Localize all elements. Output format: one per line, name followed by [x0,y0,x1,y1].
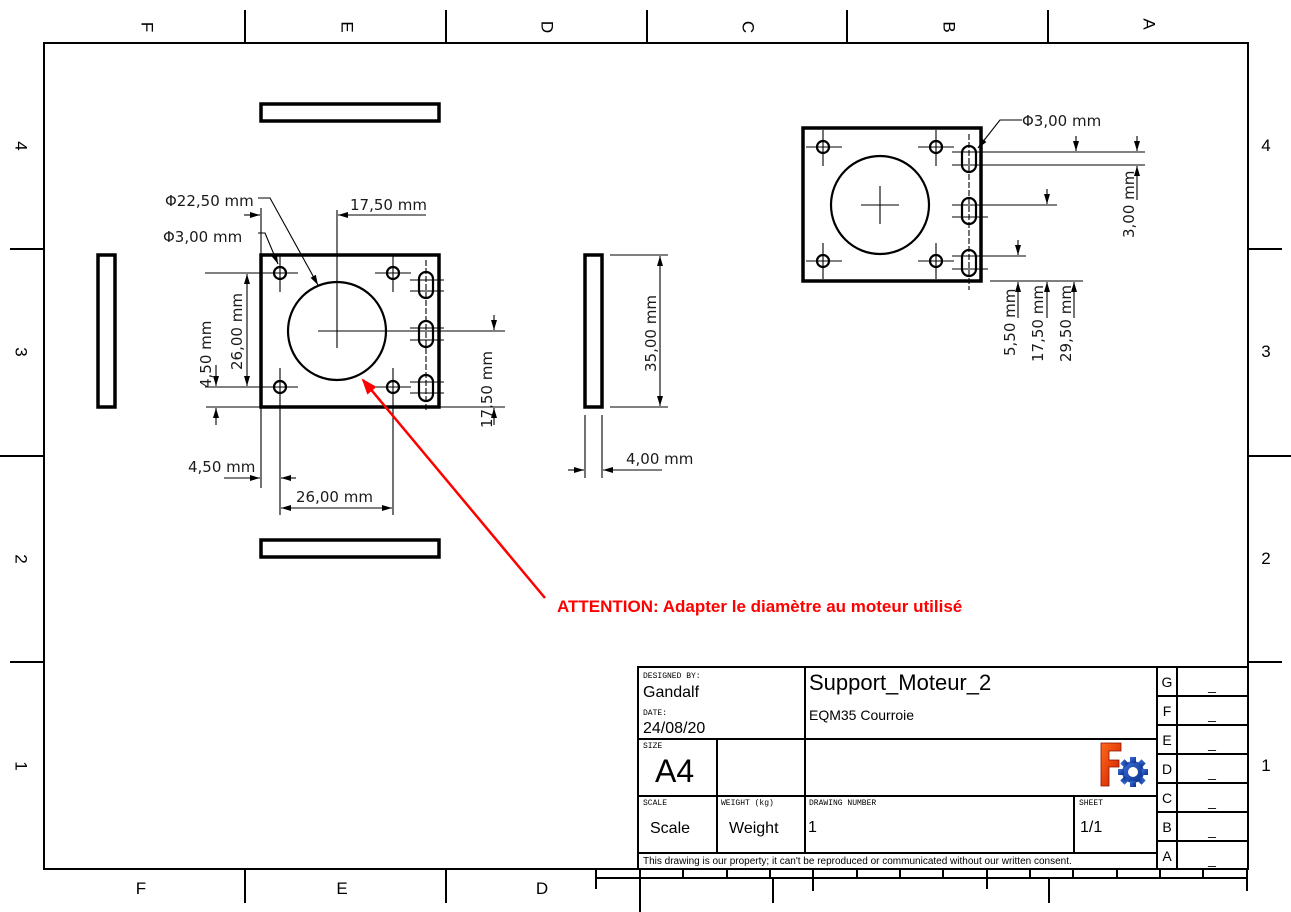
revision-letter: F [1163,703,1172,719]
annotation-arrow [361,378,546,599]
weight-label: WEIGHT (kg) [721,799,774,808]
zone-letter: E [338,21,357,32]
revision-value: _ [1207,677,1216,693]
top-view-plate [259,102,441,123]
dim-bore-diameter: Φ22,50 mm [165,192,254,210]
zone-letter: F [136,879,146,898]
dim-slot-position-1: 5,50 mm [1001,289,1019,356]
size-label: SIZE [643,742,662,751]
designed-by-value: Gandalf [643,684,700,701]
designed-by-label: DESIGNED BY: [643,672,701,681]
drawing-subtitle: EQM35 Courroie [809,707,914,723]
dim-hole-diameter: Φ3,00 mm [163,228,242,246]
zone-number: 4 [1261,136,1270,155]
zone-number: 3 [1261,342,1270,361]
dim-slot-position-3: 29,50 mm [1057,285,1075,362]
zone-number: 3 [12,347,31,356]
revision-letter: C [1162,790,1172,806]
revision-value: _ [1207,851,1216,867]
zone-number: 2 [1261,549,1270,568]
revision-letter: B [1162,819,1171,835]
date-value: 24/08/20 [643,720,705,737]
zone-number: 1 [12,761,31,770]
revision-value: _ [1207,793,1216,809]
title-block: DESIGNED BY: Gandalf DATE: 24/08/20 Supp… [637,666,1249,870]
drawing-number-label: DRAWING NUMBER [809,799,876,808]
zone-labels-left: 4 3 2 1 [12,141,31,770]
revision-letter: D [1162,761,1172,777]
revision-table: G _ F _ E _ D _ C _ B _ A _ [1162,674,1217,867]
zone-labels-bottom: F E D [136,879,548,898]
bottom-view-plate [259,538,441,559]
revision-value: _ [1207,735,1216,751]
attention-annotation: ATTENTION: Adapter le diamètre au moteur… [361,378,962,616]
revision-letter: A [1162,848,1172,864]
revision-letter: G [1162,674,1173,690]
zone-letter: F [138,22,157,32]
dim-slot-width: 3,00 mm [1120,171,1138,238]
zone-letter: E [336,879,347,898]
weight-value: Weight [729,820,779,837]
dim-edge-offset-horizontal: 4,50 mm [188,458,255,476]
revision-value: _ [1207,706,1216,722]
attention-note: ATTENTION: Adapter le diamètre au moteur… [557,597,962,616]
detail-view-dimensions: Φ3,00 mm 3,00 mm 5,50 mm 17,50 mm 29,50 … [977,112,1140,362]
zone-letter: B [940,21,959,32]
zone-number: 1 [1261,756,1270,775]
scale-value: Scale [650,820,690,837]
zone-letter: C [739,21,758,33]
projection-views [96,102,604,559]
zone-number: 2 [12,554,31,563]
date-label: DATE: [643,709,667,718]
size-value: A4 [655,753,694,789]
zone-letter: A [1140,18,1159,30]
front-view-dimensions: Φ22,50 mm Φ3,00 mm 17,50 mm 26,00 mm 4,5… [163,192,497,511]
drawing-title: Support_Moteur_2 [809,670,991,695]
drawing-number-value: 1 [808,819,817,836]
dim-edge-offset-vertical: 4,50 mm [197,321,215,388]
zone-letter: D [536,879,548,898]
copyright-notice: This drawing is our property; it can't b… [643,856,1072,867]
zone-letter: D [538,21,557,33]
zone-labels-right: 4 3 2 1 [1261,136,1270,775]
scale-ruler [595,869,1248,912]
dim-slot-position-2: 17,50 mm [1029,285,1047,362]
right-view-plate [583,253,604,409]
dim-center-offset: 17,50 mm [350,196,427,214]
dim-slot-diameter: Φ3,00 mm [1022,112,1101,130]
freecad-logo-icon [1100,742,1148,787]
dim-hole-spacing-vertical: 26,00 mm [228,293,246,370]
revision-letter: E [1162,732,1171,748]
dim-hole-spacing-horizontal: 26,00 mm [296,488,373,506]
sheet-value: 1/1 [1080,819,1102,836]
zone-labels-top: F E D C B A [138,18,1159,33]
revision-value: _ [1207,822,1216,838]
dim-slot-offset-vertical: 17,50 mm [478,351,496,428]
side-view-dimensions: 35,00 mm 4,00 mm [568,254,693,478]
front-view [205,208,505,515]
detail-view [801,126,1145,290]
scale-label: SCALE [643,799,667,808]
dim-side-height: 35,00 mm [642,295,660,372]
zone-number: 4 [12,141,31,150]
revision-value: _ [1207,764,1216,780]
left-view-plate [96,253,117,409]
sheet-label: SHEET [1079,799,1103,808]
dim-side-thickness: 4,00 mm [626,450,693,468]
